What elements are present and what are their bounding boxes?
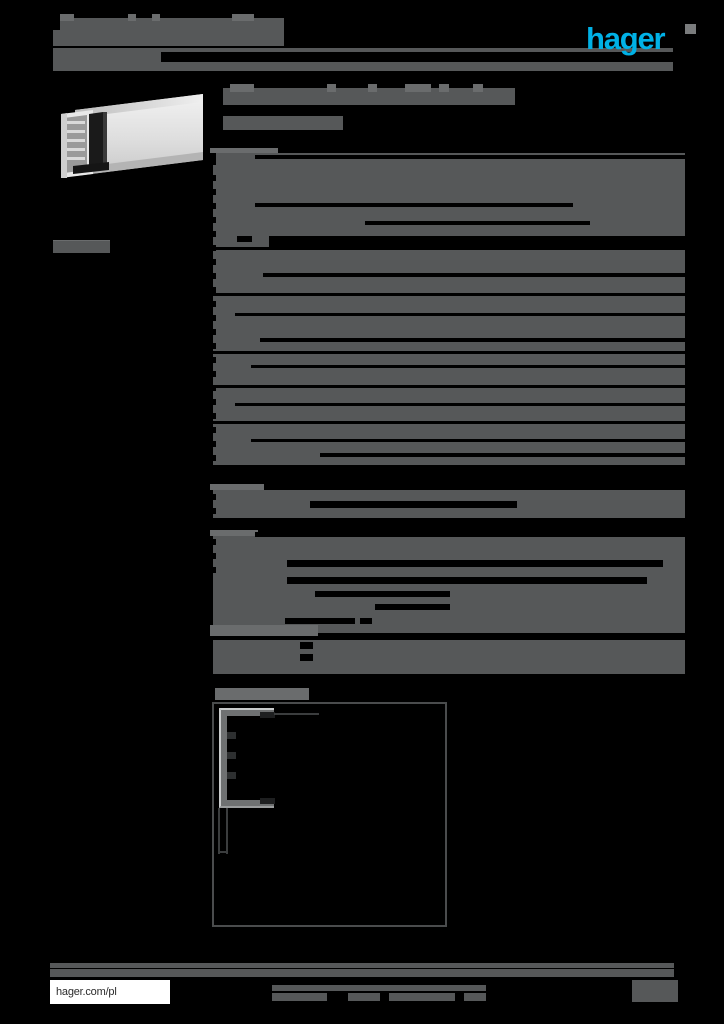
section-4-table xyxy=(205,640,685,678)
header-divider-thin xyxy=(161,48,673,52)
section-3-label xyxy=(210,530,258,541)
header-cap-speck-4 xyxy=(232,14,254,21)
product-photo-image xyxy=(61,94,203,178)
main-heading-speck-6 xyxy=(473,84,483,92)
section-1-table xyxy=(205,153,685,470)
main-heading-speck-4 xyxy=(405,84,431,92)
header-title-line-1 xyxy=(60,18,284,30)
main-heading-speck-5 xyxy=(439,84,449,92)
footer-divider xyxy=(50,963,674,968)
hager-logo-mark xyxy=(685,24,696,34)
section-2-label xyxy=(210,484,264,495)
main-subheading xyxy=(223,116,343,130)
section-4-label xyxy=(210,625,318,636)
main-heading-speck-3 xyxy=(368,84,377,92)
header-title-line-2 xyxy=(53,30,284,46)
header-cap-speck-3 xyxy=(152,14,160,21)
section-2-table xyxy=(205,490,685,522)
main-heading xyxy=(223,88,515,105)
hager-logo-text: hager xyxy=(586,21,666,56)
page-header: hager xyxy=(0,0,724,78)
footer-url[interactable]: hager.com/pl xyxy=(56,986,117,998)
cross-section-drawing xyxy=(218,708,319,854)
footer-page-number xyxy=(632,980,678,1002)
header-cap-speck-2 xyxy=(128,14,136,21)
footer-url-box[interactable]: hager.com/pl xyxy=(50,980,170,1004)
left-caption xyxy=(53,241,110,253)
product-photo xyxy=(53,88,203,184)
header-subtitle xyxy=(53,48,161,64)
section-3-table xyxy=(205,532,685,654)
header-divider xyxy=(53,62,673,71)
main-heading-speck-2 xyxy=(327,84,336,92)
footer-bar xyxy=(50,969,674,995)
header-cap-speck-1 xyxy=(60,14,74,21)
footer-center-text xyxy=(272,985,486,1001)
drawing-box xyxy=(212,702,447,927)
hager-logo: hager xyxy=(586,21,696,56)
drawing-section-label xyxy=(215,688,309,700)
main-heading-speck-1 xyxy=(230,84,254,92)
